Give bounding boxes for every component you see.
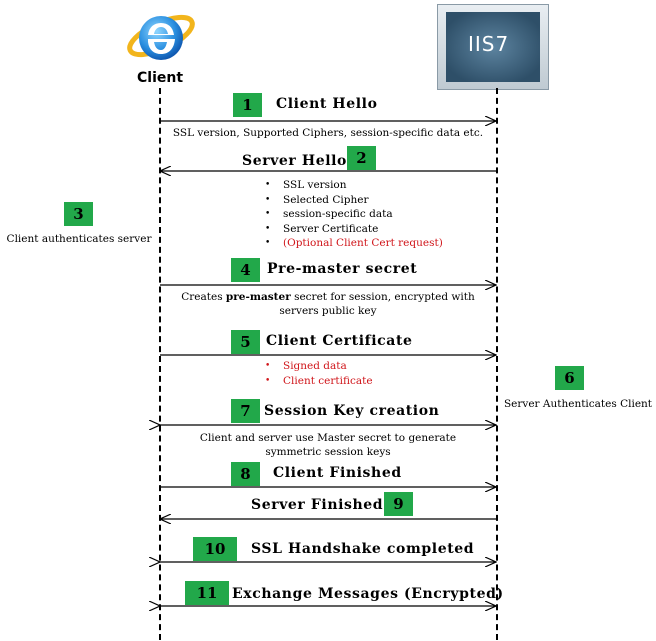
step-2-badge: 2: [347, 146, 376, 170]
step-4-title: Pre-master secret: [267, 261, 418, 277]
step-2-bullet: Server Certificate: [263, 222, 443, 237]
step-1-badge: 1: [233, 93, 262, 117]
server-logo-text: IIS7: [468, 32, 510, 56]
step-8-badge: 8: [231, 462, 260, 486]
step-5-bullets: Signed data Client certificate: [263, 359, 373, 388]
server-logo: IIS7: [437, 4, 549, 90]
step-1-title: Client Hello: [276, 96, 378, 112]
step-7-note: Client and server use Master secret to g…: [199, 432, 457, 458]
client-logo-icon: [123, 4, 199, 70]
step-6-badge: 6: [555, 366, 584, 390]
step-4-note-start: Creates: [181, 291, 226, 303]
step-2-optional-text: (Optional Client Cert request): [283, 237, 443, 249]
step-5-title: Client Certificate: [266, 333, 413, 349]
step-2-title: Server Hello: [242, 153, 347, 169]
step-11-title: Exchange Messages (Encrypted): [232, 586, 504, 602]
step-5-bullet: Client certificate: [263, 374, 373, 389]
step-6-label: Server Authenticates Client: [503, 398, 653, 410]
step-1-note: SSL version, Supported Ciphers, session-…: [172, 127, 484, 139]
step-3-badge: 3: [64, 202, 93, 226]
step-10-badge: 10: [193, 537, 237, 561]
step-7-title: Session Key creation: [264, 403, 440, 419]
step-4-note: Creates pre-master secret for session, e…: [172, 290, 484, 318]
step-2-bullet: Selected Cipher: [263, 193, 443, 208]
server-logo-inner: [446, 12, 540, 82]
client-lifeline: [159, 88, 161, 640]
client-label: Client: [137, 70, 184, 86]
step-10-title: SSL Handshake completed: [251, 541, 475, 557]
step-2-bullet-optional: (Optional Client Cert request): [263, 236, 443, 251]
step-5-bullet: Signed data: [263, 359, 373, 374]
step-2-bullet: session-specific data: [263, 207, 443, 222]
step-8-title: Client Finished: [273, 465, 402, 481]
step-4-badge: 4: [231, 258, 260, 282]
step-7-badge: 7: [231, 399, 260, 423]
step-9-badge: 9: [384, 492, 413, 516]
step-2-bullet: SSL version: [263, 178, 443, 193]
step-2-bullets: SSL version Selected Cipher session-spec…: [263, 178, 443, 251]
step-11-badge: 11: [185, 581, 229, 605]
server-lifeline: [496, 88, 498, 640]
step-9-title: Server Finished: [251, 497, 384, 513]
step-3-label: Client authenticates server: [6, 233, 152, 245]
step-5-badge: 5: [231, 330, 260, 354]
step-4-note-bold: pre-master: [225, 291, 291, 303]
step-4-note-end: secret for session, encrypted with serve…: [279, 291, 475, 317]
